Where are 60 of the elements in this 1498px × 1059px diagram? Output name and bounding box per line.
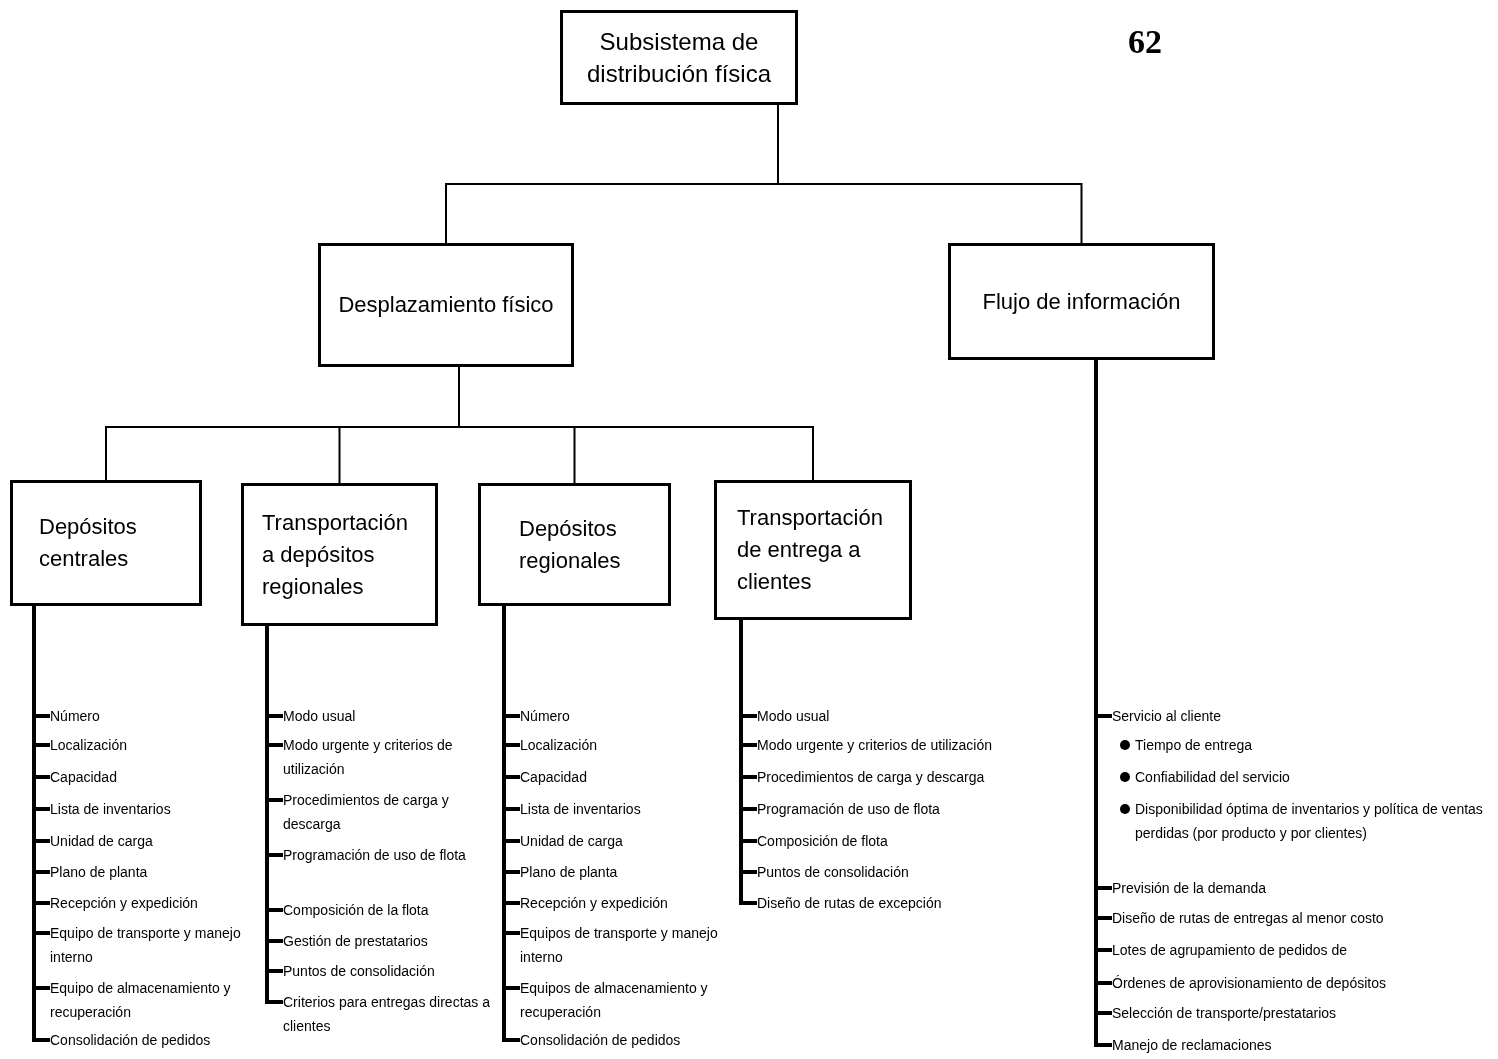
list-item: Órdenes de aprovisionamiento de depósitos	[1112, 971, 1386, 995]
list-item: Lista de inventarios	[520, 797, 641, 821]
box-label: Depósitos centrales	[39, 513, 138, 573]
list-item: Capacidad	[50, 765, 117, 789]
box-label: Depósitos regionales	[519, 514, 622, 575]
list-item: Lista de inventarios	[50, 797, 171, 821]
list-item: Localización	[520, 733, 598, 757]
list-item: Modo urgente y criterios de utilización	[757, 733, 992, 757]
list-item: Previsión de la demanda	[1112, 876, 1267, 900]
process-box	[948, 243, 1215, 360]
list-item: Procedimientos de carga y descarga	[283, 788, 493, 836]
list-item: Manejo de reclamaciones	[1112, 1033, 1272, 1057]
box-label: Desplazamiento físico	[337, 291, 555, 319]
process-box	[714, 480, 912, 620]
list-item: Puntos de consolidación	[283, 959, 435, 983]
list-item: Plano de planta	[520, 860, 618, 884]
list-item: Capacidad	[520, 765, 587, 789]
list-item: Criterios para entregas directas a clientes	[283, 990, 493, 1038]
list-item: Selección de transporte/prestatarios	[1112, 1001, 1337, 1025]
box-label: Subsistema de distribución física	[585, 26, 773, 89]
process-box	[560, 10, 798, 105]
list-item: Equipo de almacenamiento y recuperación	[50, 976, 255, 1024]
list-item: Equipos de transporte y manejo interno	[520, 921, 732, 969]
list-item: Composición de flota	[757, 829, 888, 853]
process-box	[241, 483, 438, 626]
list-item: Diseño de rutas de entregas al menor costo	[1112, 906, 1384, 930]
list-item: Composición de la flota	[283, 898, 429, 922]
note-text: Tiempo de entrega	[1135, 736, 1252, 755]
list-item: Número	[520, 704, 570, 728]
list-item: Modo usual	[757, 704, 830, 728]
list-item: Puntos de consolidación	[757, 860, 909, 884]
list-item: Modo usual	[283, 704, 356, 728]
page-number: 62	[1128, 22, 1162, 62]
list-item: Número	[50, 704, 100, 728]
process-box	[318, 243, 574, 367]
note-text: Confiabilidad del servicio	[1135, 768, 1290, 787]
list-item: Programación de uso de flota	[283, 843, 466, 867]
note-text: Disponibilidad óptima de inventarios y política de ventas perdidas (por producto y por clientes)	[1135, 800, 1484, 843]
list-item: Modo urgente y criterios de utilización	[283, 733, 493, 781]
box-label: Transportación de entrega a clientes	[737, 504, 884, 596]
list-item: Equipos de almacenamiento y recuperación	[520, 976, 732, 1024]
process-box	[10, 480, 202, 606]
box-label: Transportación a depósitos regionales	[262, 508, 409, 601]
box-label: Flujo de información	[981, 287, 1182, 316]
list-item: Recepción y expedición	[50, 891, 198, 915]
list-item: Procedimientos de carga y descarga	[757, 765, 985, 789]
list-item: Servicio al cliente	[1112, 704, 1221, 728]
list-item: Gestión de prestatarios	[283, 929, 428, 953]
list-item: Unidad de carga	[50, 829, 153, 853]
list-item: Diseño de rutas de excepción	[757, 891, 942, 915]
list-item: Recepción y expedición	[520, 891, 668, 915]
list-item: Unidad de carga	[520, 829, 623, 853]
list-item: Equipo de transporte y manejo interno	[50, 921, 255, 969]
list-item: Localización	[50, 733, 128, 757]
list-item: Consolidación de pedidos	[520, 1028, 681, 1052]
process-box	[478, 483, 671, 606]
list-item: Consolidación de pedidos	[50, 1028, 211, 1052]
list-item: Plano de planta	[50, 860, 148, 884]
list-item: Programación de uso de flota	[757, 797, 940, 821]
list-item: Lotes de agrupamiento de pedidos de	[1112, 938, 1348, 962]
